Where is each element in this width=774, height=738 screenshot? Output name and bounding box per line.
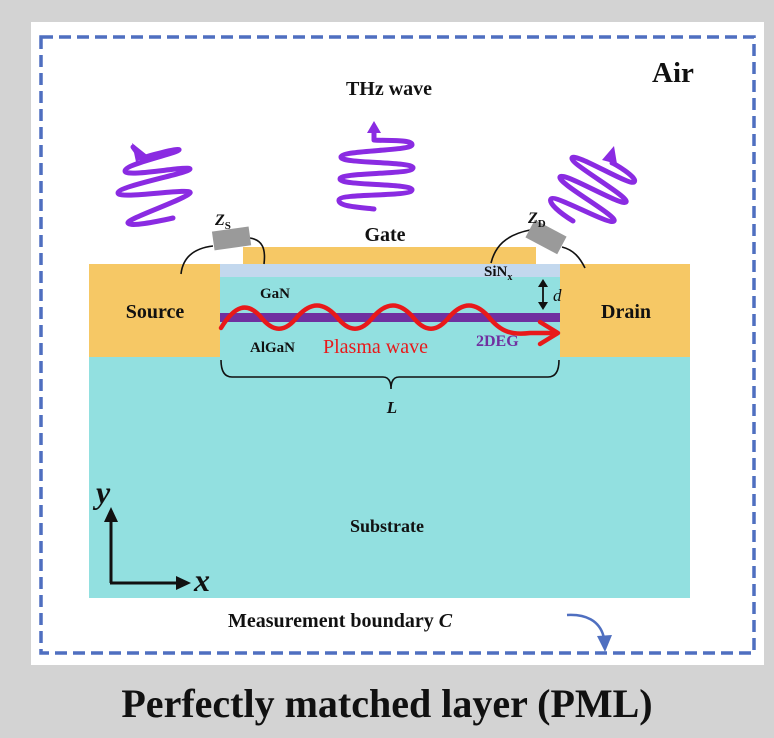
zs-subscript: S (225, 220, 231, 232)
zd-wire-left (490, 229, 531, 264)
source-label: Source (126, 301, 185, 323)
thz-wave-center-icon (336, 126, 416, 212)
twodeg-channel (220, 313, 560, 322)
length-label: L (386, 398, 397, 417)
axis-y-label: y (92, 474, 111, 510)
thz-wave-label: THz wave (346, 78, 432, 100)
gate-label: Gate (364, 224, 405, 246)
gate-electrode (243, 247, 536, 264)
measurement-boundary-symbol: C (439, 610, 453, 632)
zs-wire-left (180, 245, 214, 275)
plasma-wave-label: Plasma wave (323, 336, 428, 358)
zd-subscript: D (538, 218, 546, 230)
algan-label: AlGaN (250, 340, 295, 356)
d-label: d (553, 286, 562, 305)
thz-wave-right-arrowhead (602, 146, 617, 164)
plasma-wave-arrow (218, 303, 559, 336)
drain-label: Drain (601, 301, 651, 323)
zs-label: ZS (214, 212, 231, 232)
d-dimension-arrow (538, 279, 548, 310)
zs-wire-right (249, 237, 266, 265)
zd-impedance-element (525, 219, 567, 255)
source-electrode (89, 264, 220, 357)
sinx-label: SiNx (484, 264, 512, 283)
axis-x-label: x (193, 562, 210, 598)
thz-wave-left-arrowhead (132, 143, 147, 162)
measurement-boundary (39, 35, 756, 655)
sinx-subscript: x (507, 272, 512, 283)
drain-electrode (560, 264, 690, 357)
measurement-boundary-label: Measurement boundary C (228, 610, 453, 632)
sinx-layer (220, 264, 560, 277)
plasma-wave-arrowhead (537, 319, 561, 347)
substrate-layer (89, 357, 690, 598)
measurement-boundary-text: Measurement boundary (228, 610, 439, 632)
boundary-pointer-arrow (566, 613, 606, 639)
thz-wave-left-icon (115, 144, 193, 227)
coordinate-axes (104, 507, 191, 590)
thz-wave-right-icon (548, 154, 637, 224)
boundary-pointer-arrowhead (597, 635, 612, 652)
thz-wave-center-arrowhead (367, 121, 381, 133)
substrate-label: Substrate (350, 516, 424, 536)
zd-label: ZD (527, 210, 546, 230)
air-label: Air (652, 57, 694, 89)
zs-main: Z (214, 212, 225, 229)
sinx-main: SiN (484, 264, 508, 280)
zd-main: Z (527, 210, 538, 227)
twodeg-label: 2DEG (476, 333, 519, 350)
gan-label: GaN (260, 286, 290, 302)
length-brace (220, 359, 560, 390)
pml-caption: Perfectly matched layer (PML) (121, 681, 653, 726)
zd-wire-right (561, 246, 586, 269)
zs-impedance-element (211, 226, 252, 251)
